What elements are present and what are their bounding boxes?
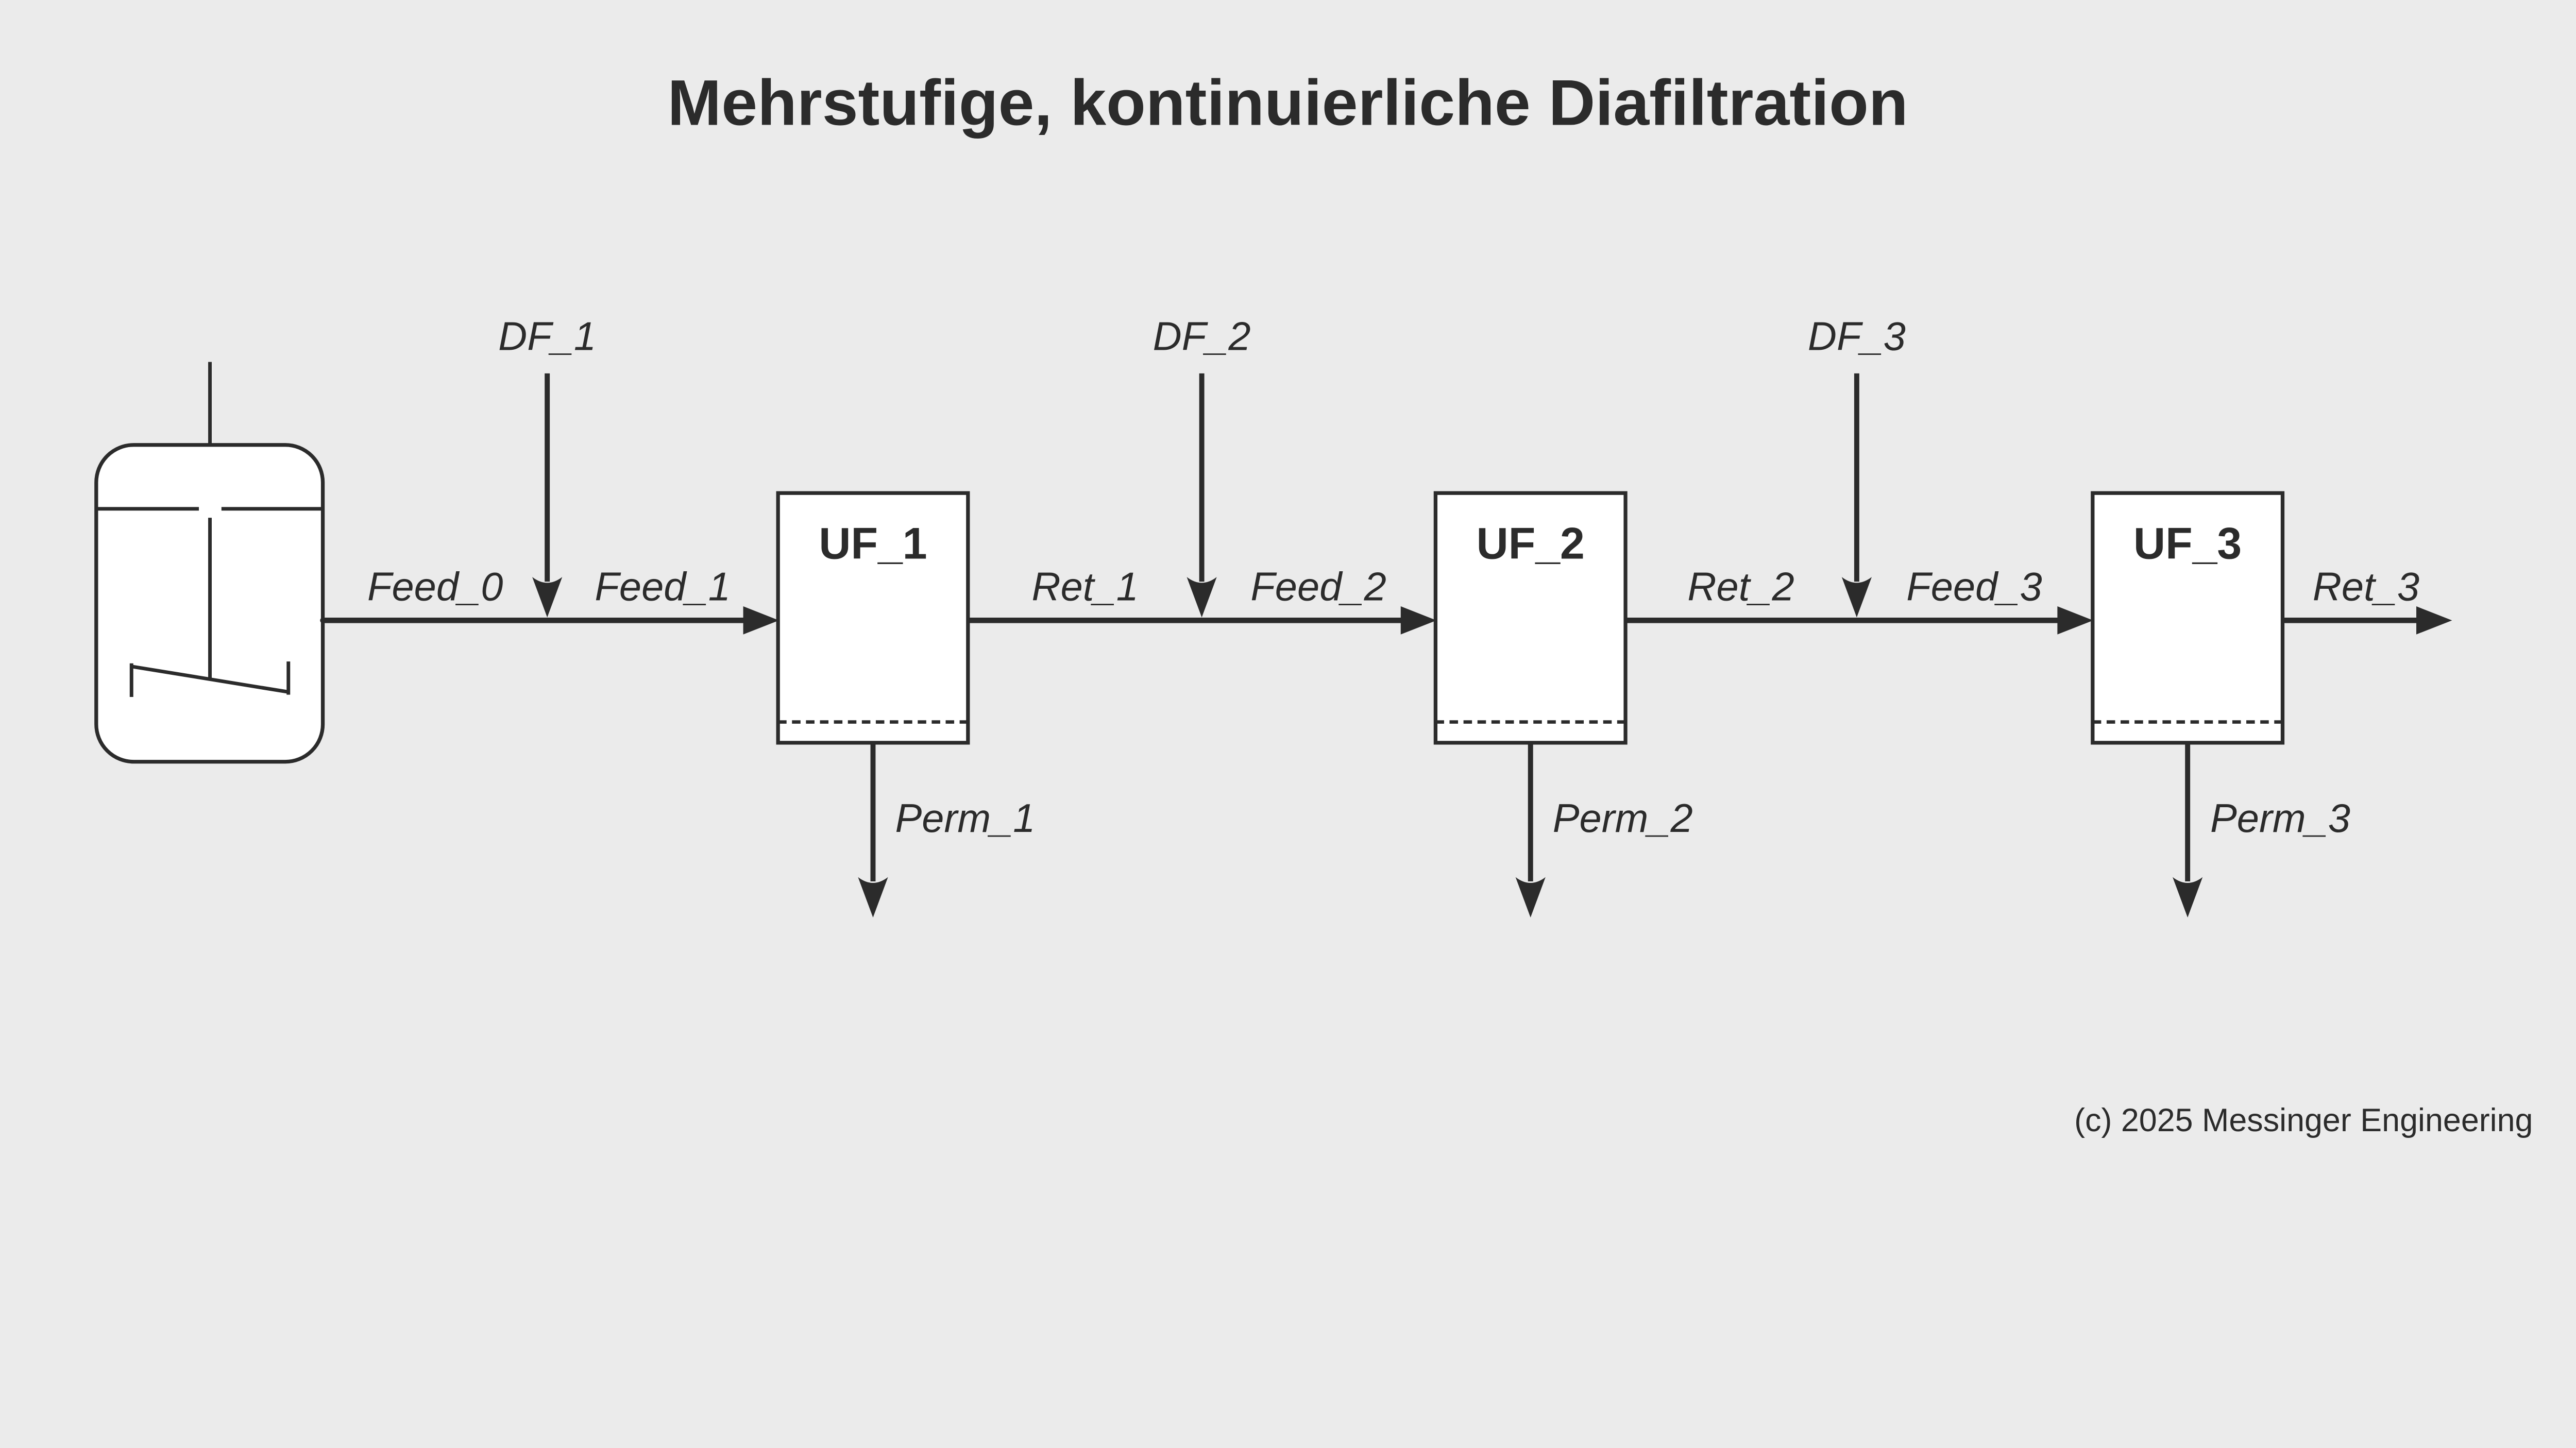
stream-label-feed-2: Feed_2 xyxy=(1250,565,1386,609)
stream-label-feed-1: Feed_1 xyxy=(595,565,731,609)
copyright-text: (c) 2025 Messinger Engineering xyxy=(2074,1102,2533,1138)
stream-label-ret-2: Ret_2 xyxy=(1687,565,1794,609)
uf-unit-3: UF_3 xyxy=(2091,491,2285,745)
perm-1-arrowhead-icon xyxy=(858,877,888,918)
df-1-arrowhead-icon xyxy=(532,577,563,618)
feed-tank xyxy=(94,362,325,764)
stream-label-perm-2: Perm_2 xyxy=(1553,796,1693,841)
feed-1-arrowhead-icon xyxy=(743,606,779,635)
diafiltration-flow-diagram: Mehrstufige, kontinuierliche Diafiltrati… xyxy=(94,66,2533,1139)
uf-2-label: UF_2 xyxy=(1477,519,1585,568)
stream-label-perm-3: Perm_3 xyxy=(2210,796,2350,841)
feed-2-arrowhead-icon xyxy=(1400,606,1437,635)
uf-unit-2: UF_2 xyxy=(1433,491,1628,745)
stream-label-feed-3: Feed_3 xyxy=(1906,565,2042,609)
uf-1-box xyxy=(776,491,970,745)
perm-2-arrowhead-icon xyxy=(1515,877,1546,918)
uf-3-box xyxy=(2091,491,2285,745)
df-3-arrowhead-icon xyxy=(1841,577,1872,618)
feed-3-arrowhead-icon xyxy=(2057,606,2093,635)
stream-labels: Feed_0 Feed_1 Ret_1 Feed_2 Ret_2 Feed_3 … xyxy=(367,565,2419,609)
page-title: Mehrstufige, kontinuierliche Diafiltrati… xyxy=(668,66,1908,139)
df-arrows: DF_1 DF_2 DF_3 xyxy=(498,314,1906,618)
uf-3-label: UF_3 xyxy=(2133,519,2242,568)
tank-impeller xyxy=(129,661,291,697)
uf-unit-1: UF_1 xyxy=(776,491,970,745)
perm-arrows: Perm_1 Perm_2 Perm_3 xyxy=(858,742,2350,918)
perm-3-arrowhead-icon xyxy=(2173,877,2203,918)
ret-3-arrowhead-icon xyxy=(2416,606,2452,635)
stream-label-df-3: DF_3 xyxy=(1808,314,1906,359)
impeller-blade xyxy=(131,665,289,694)
stream-label-df-2: DF_2 xyxy=(1153,314,1251,359)
df-2-arrowhead-icon xyxy=(1187,577,1217,618)
main-flow-lines xyxy=(320,606,2452,635)
stream-label-perm-1: Perm_1 xyxy=(895,796,1035,841)
stream-label-ret-1: Ret_1 xyxy=(1031,565,1138,609)
stream-label-df-1: DF_1 xyxy=(498,314,596,359)
uf-1-label: UF_1 xyxy=(819,519,927,568)
uf-2-box xyxy=(1433,491,1628,745)
stream-label-feed-0: Feed_0 xyxy=(367,565,503,609)
stream-label-ret-3: Ret_3 xyxy=(2313,565,2419,609)
